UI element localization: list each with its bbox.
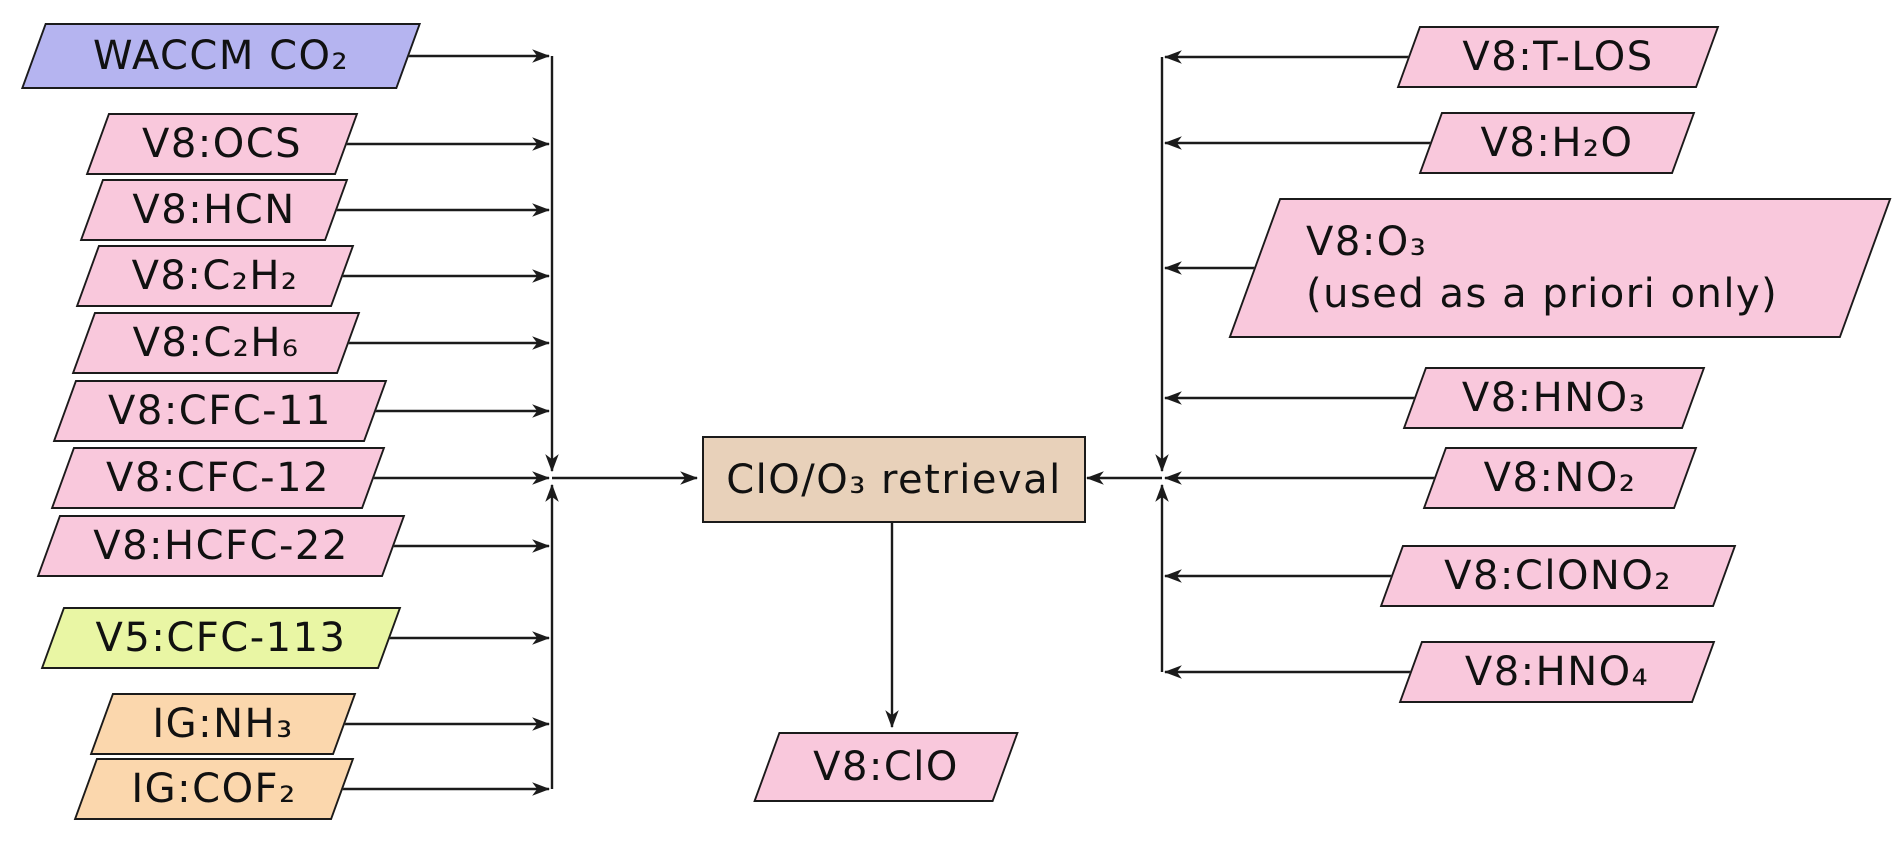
input-node-v8-hno4: V8:HNO₄	[1398, 641, 1716, 703]
input-node-v8-hcn: V8:HCN	[79, 179, 349, 241]
input-node-v8-hno3: V8:HNO₃	[1402, 367, 1706, 429]
node-label-text: V8:O₃	[1306, 219, 1428, 265]
node-label-text: V8:H₂O	[1480, 120, 1634, 166]
process-clo-o3-retrieval: ClO/O₃ retrieval	[702, 436, 1086, 523]
input-node-waccm-co2: WACCM CO₂	[20, 23, 422, 89]
node-label: IG:COF₂	[131, 763, 296, 815]
input-node-v8-clono2: V8:ClONO₂	[1379, 545, 1737, 607]
input-node-v8-no2: V8:NO₂	[1422, 447, 1698, 509]
node-label-note: (used as a priori only)	[1306, 271, 1779, 317]
node-label: V8:OCS	[142, 118, 302, 170]
node-label-text: V5:CFC-113	[95, 615, 347, 661]
input-node-v8-t-los: V8:T-LOS	[1396, 26, 1720, 88]
input-node-v5-cfc-113: V5:CFC-113	[40, 607, 402, 669]
node-label-text: V8:HCFC-22	[93, 523, 349, 569]
process-label: ClO/O₃ retrieval	[726, 456, 1062, 503]
node-label-text: V8:OCS	[141, 121, 303, 167]
node-label-text: V8:HNO₃	[1461, 375, 1647, 421]
input-node-ig-nh3: IG:NH₃	[89, 693, 357, 755]
input-node-v8-cfc-12: V8:CFC-12	[50, 447, 386, 509]
node-label-text: WACCM CO₂	[92, 33, 350, 79]
input-node-v8-c2h6: V8:C₂H₆	[71, 312, 361, 374]
node-label-text: IG:NH₃	[152, 701, 294, 747]
input-node-v8-c2h2: V8:C₂H₂	[75, 245, 355, 307]
node-label: V8:C₂H₆	[133, 317, 300, 369]
input-node-v8-o3: V8:O₃ (used as a priori only)	[1228, 198, 1892, 338]
node-label-text: V8:ClO	[813, 744, 959, 790]
node-label-text: V8:CFC-11	[108, 388, 332, 434]
node-label-text: V8:HNO₄	[1464, 649, 1650, 695]
input-node-v8-hcfc-22: V8:HCFC-22	[36, 515, 406, 577]
node-label-text: V8:CFC-12	[106, 455, 330, 501]
node-label: V8:NO₂	[1484, 452, 1637, 504]
node-label-text: V8:HCN	[132, 187, 296, 233]
node-label: V8:CFC-12	[106, 452, 330, 504]
node-label-text: V8:NO₂	[1483, 455, 1637, 501]
node-label-text: V8:C₂H₂	[131, 253, 299, 299]
node-label: V8:ClO	[813, 741, 959, 793]
node-label: V8:ClONO₂	[1444, 550, 1672, 602]
input-node-ig-cof2: IG:COF₂	[73, 758, 355, 820]
node-label: V8:O₃ (used as a priori only)	[1254, 216, 1778, 320]
node-label-text: V8:T-LOS	[1462, 34, 1654, 80]
node-label: V8:HNO₃	[1462, 372, 1646, 424]
node-label: V8:H₂O	[1481, 117, 1634, 169]
input-node-v8-cfc-11: V8:CFC-11	[52, 380, 388, 442]
input-node-v8-h2o: V8:H₂O	[1418, 112, 1696, 174]
node-label: WACCM CO₂	[93, 30, 349, 82]
node-label: IG:NH₃	[152, 698, 293, 750]
node-label: V5:CFC-113	[96, 612, 347, 664]
node-label-text: IG:COF₂	[131, 766, 297, 812]
node-label: V8:HNO₄	[1465, 646, 1649, 698]
node-label: V8:T-LOS	[1462, 31, 1653, 83]
node-label-text: V8:C₂H₆	[132, 320, 300, 366]
node-label: V8:HCFC-22	[93, 520, 349, 572]
node-label: V8:CFC-11	[108, 385, 332, 437]
node-label: V8:HCN	[132, 184, 295, 236]
input-node-v8-ocs: V8:OCS	[85, 113, 359, 175]
input-node-v8-clo: V8:ClO	[753, 732, 1019, 802]
node-label: V8:C₂H₂	[132, 250, 299, 302]
flow-arrows	[323, 49, 1448, 796]
node-label-text: V8:ClONO₂	[1444, 553, 1672, 599]
